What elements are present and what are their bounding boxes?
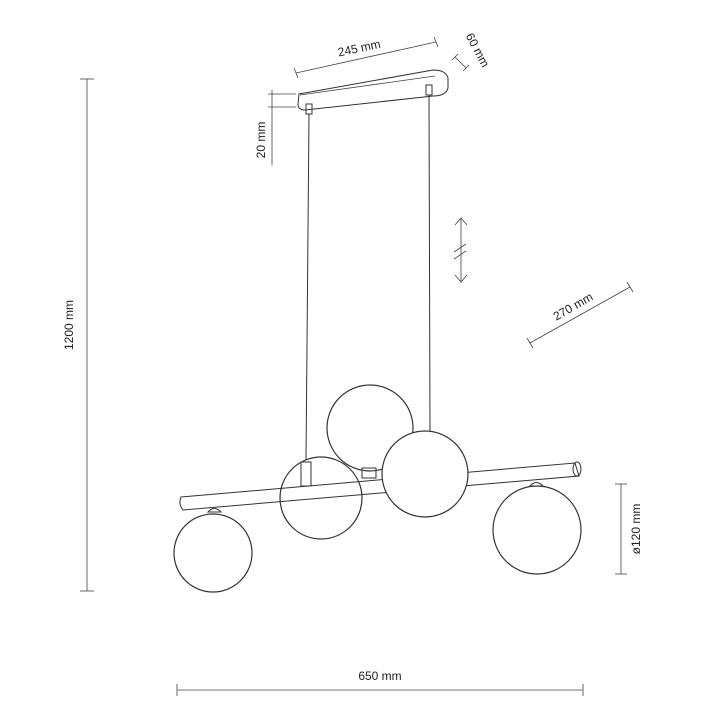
adjustable-height-arrows-icon xyxy=(453,217,468,283)
globe-diameter-label: ø120 mm xyxy=(629,504,643,555)
suspension-cable-left xyxy=(305,113,310,461)
suspension-cable-right xyxy=(428,94,431,433)
canopy-length-dimension: 245 mm xyxy=(293,37,439,79)
arm-length-dimension: 270 mm xyxy=(526,281,634,349)
lamp-bar xyxy=(179,461,582,511)
canopy-height-label: 20 mm xyxy=(254,122,268,159)
canopy-length-label: 245 mm xyxy=(337,37,382,60)
total-height-label: 1200 mm xyxy=(62,300,76,350)
globe-front-center xyxy=(381,430,469,518)
arm-length-label: 270 mm xyxy=(551,290,596,324)
total-width-dimension: 650 mm xyxy=(176,669,584,696)
canopy-cable-holder-right xyxy=(425,84,433,96)
globe-front-left xyxy=(173,513,253,593)
globe-socket-left xyxy=(206,508,223,513)
cable-fitting-left xyxy=(300,461,312,487)
ceiling-canopy xyxy=(297,69,449,115)
center-fitting xyxy=(361,467,377,479)
globe-front-right xyxy=(492,485,582,575)
total-height-dimension: 1200 mm xyxy=(62,78,94,592)
canopy-height-dimension: 20 mm xyxy=(254,90,296,165)
total-width-label: 650 mm xyxy=(358,669,401,683)
canopy-width-dimension: 60 mm xyxy=(451,31,493,72)
globe-diameter-dimension: ø120 mm xyxy=(615,483,643,575)
canopy-width-label: 60 mm xyxy=(463,31,493,70)
